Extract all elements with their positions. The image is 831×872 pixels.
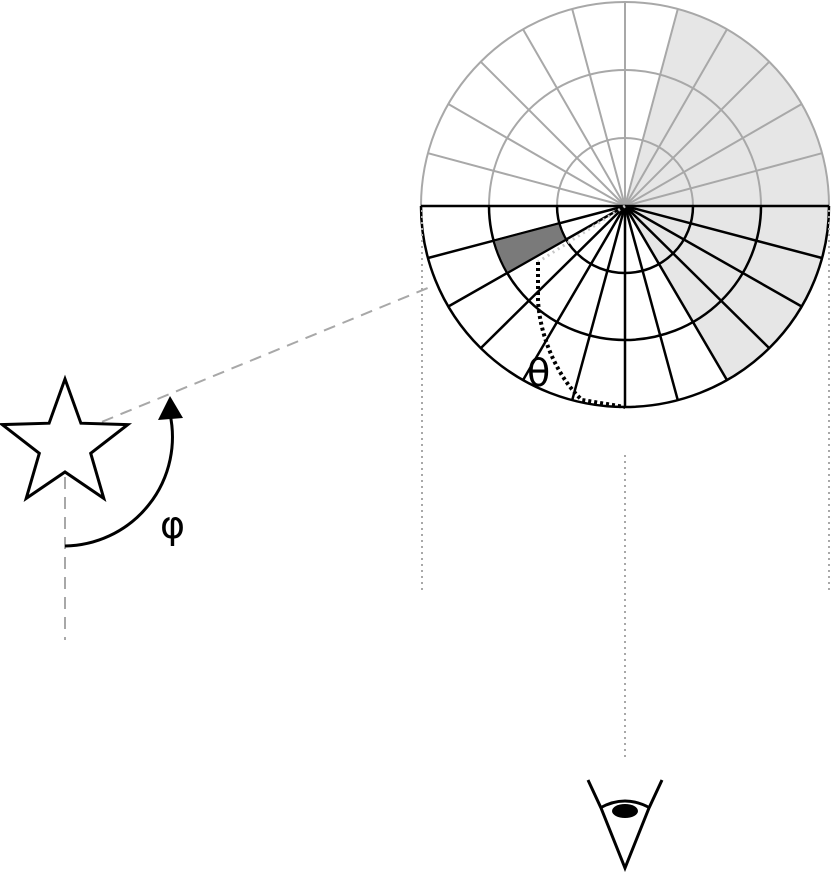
highlighted-cell [492,222,568,275]
upper-hemisphere-grid [420,1,830,207]
phi-label: φ [160,503,185,547]
upper-spoke-11 [427,152,626,207]
upper-spoke-8 [522,28,626,207]
upper-shaded-region [625,9,829,206]
theta-arc [536,262,626,409]
phi-arrowhead [158,396,183,420]
lower-spoke-8 [521,205,627,381]
upper-spoke-4 [624,28,728,207]
eye-icon [586,779,664,872]
upper-spoke-1 [624,152,823,207]
upper-spoke-10 [447,103,626,207]
upper-spoke-2 [624,103,803,207]
lower-spoke-7 [570,205,627,401]
lower-spoke-1 [624,204,823,260]
lower-spoke-2 [624,204,803,308]
guide-lines [64,204,830,758]
light-direction-line [64,284,436,438]
star-icon [0,374,133,502]
upper-spoke-9 [480,61,626,207]
upper-spoke-7 [571,8,626,207]
lower-spoke-5 [623,205,680,401]
phi-arc [64,413,174,548]
lower-spoke-4 [623,205,729,381]
theta-label: θ [527,351,550,395]
upper-spoke-5 [624,8,679,207]
lower-spoke-9 [479,205,626,349]
upper-spoke-3 [624,61,770,207]
lower-spoke-3 [624,205,771,349]
lower-hemisphere-grid [419,204,831,409]
